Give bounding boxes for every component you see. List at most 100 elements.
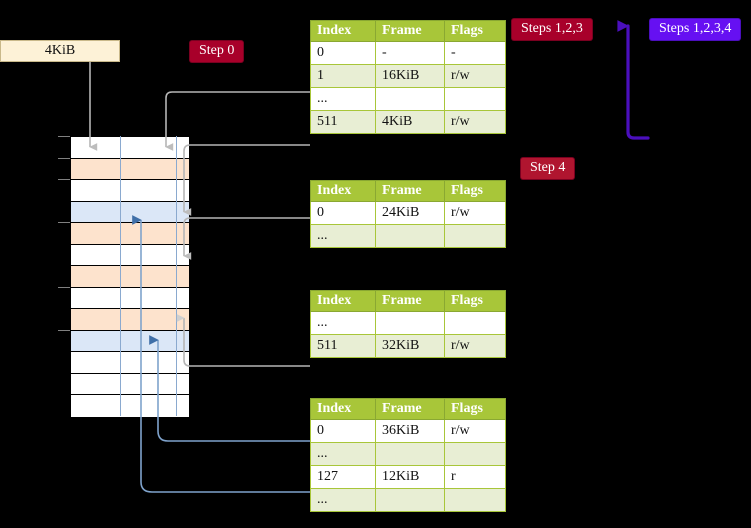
memory-tick-0 xyxy=(58,136,70,137)
size-box: 4KiB xyxy=(0,40,120,62)
table-cell: 4KiB xyxy=(375,110,445,134)
column-header: Frame xyxy=(375,180,445,202)
table-cell: r/w xyxy=(444,419,506,443)
table-cell xyxy=(375,488,445,512)
table-cell: - xyxy=(444,41,506,65)
memory-tick-2 xyxy=(58,179,70,180)
table-row: ... xyxy=(310,442,506,466)
wire-pd-row511-to-memory xyxy=(176,314,310,367)
table-cell: 511 xyxy=(310,110,376,134)
table-row: ... xyxy=(310,87,506,111)
badge-steps-1234-label: Steps 1,2,3,4 xyxy=(650,19,741,41)
table-cell: 127 xyxy=(310,465,376,489)
table-cell: r/w xyxy=(444,64,506,88)
badge-steps-123-label: Steps 1,2,3 xyxy=(512,19,592,41)
table-cell: 12KiB xyxy=(375,465,445,489)
table-cell xyxy=(444,311,506,335)
memory-tick-1 xyxy=(58,158,70,159)
table-cell xyxy=(444,224,506,248)
memory-tick-4 xyxy=(58,287,70,288)
wire-pml4-row511-to-memory xyxy=(183,144,310,216)
table-cell xyxy=(375,87,445,111)
table-cell xyxy=(444,488,506,512)
memory-row xyxy=(71,395,189,417)
table-cell: 1 xyxy=(310,64,376,88)
table-cell xyxy=(375,224,445,248)
memory-tick-3 xyxy=(58,222,70,223)
column-header: Frame xyxy=(375,290,445,312)
table-cell: r/w xyxy=(444,110,506,134)
column-header: Flags xyxy=(444,20,506,42)
column-header: Frame xyxy=(375,20,445,42)
badge-step-0-label: Step 0 xyxy=(190,41,244,63)
badge-steps-123: Steps 1,2,3 xyxy=(512,19,592,41)
table-cell xyxy=(444,442,506,466)
memory-row xyxy=(71,137,189,159)
table-cell: 0 xyxy=(310,41,376,65)
table-cell: ... xyxy=(310,224,376,248)
table-cell: ... xyxy=(310,311,376,335)
table-cell: 0 xyxy=(310,201,376,225)
table-cell: 32KiB xyxy=(375,334,445,358)
memory-separator-right xyxy=(176,136,177,416)
table-cell xyxy=(375,442,445,466)
column-header: Flags xyxy=(444,290,506,312)
column-header: Index xyxy=(310,20,376,42)
table-cell: 24KiB xyxy=(375,201,445,225)
table-cell: r xyxy=(444,465,506,489)
table-cell: ... xyxy=(310,488,376,512)
column-header: Index xyxy=(310,180,376,202)
wire-pdp-row0-to-memory xyxy=(183,217,310,260)
table-cell: 16KiB xyxy=(375,64,445,88)
table-cell: 36KiB xyxy=(375,419,445,443)
memory-row xyxy=(71,180,189,202)
column-header: Index xyxy=(310,398,376,420)
badge-step-0: Step 0 xyxy=(190,41,244,63)
memory-row xyxy=(71,244,189,266)
table-cell: 0 xyxy=(310,419,376,443)
memory-row xyxy=(71,223,189,245)
table-row: ... xyxy=(310,224,506,248)
table-cell: r/w xyxy=(444,201,506,225)
memory-tick-5 xyxy=(58,330,70,331)
column-header: Flags xyxy=(444,398,506,420)
memory-row xyxy=(71,201,189,223)
size-box-label: 4KiB xyxy=(44,43,76,58)
table-cell: 511 xyxy=(310,334,376,358)
table-cell: r/w xyxy=(444,334,506,358)
column-header: Flags xyxy=(444,180,506,202)
table-row: ... xyxy=(310,311,506,335)
memory-row xyxy=(71,309,189,331)
table-cell: - xyxy=(375,41,445,65)
table-cell xyxy=(444,87,506,111)
memory-row xyxy=(71,373,189,395)
table-cell xyxy=(375,311,445,335)
memory-row xyxy=(71,266,189,288)
wire-purple-bracket xyxy=(617,20,650,140)
column-header: Frame xyxy=(375,398,445,420)
memory-column xyxy=(70,136,190,417)
table-row: ... xyxy=(310,488,506,512)
table-cell: ... xyxy=(310,442,376,466)
memory-row xyxy=(71,352,189,374)
table-row: 0-- xyxy=(310,41,506,65)
memory-row xyxy=(71,158,189,180)
memory-row xyxy=(71,287,189,309)
column-header: Index xyxy=(310,290,376,312)
table-cell: ... xyxy=(310,87,376,111)
memory-separator-left xyxy=(120,136,121,416)
badge-steps-1234: Steps 1,2,3,4 xyxy=(650,19,741,41)
